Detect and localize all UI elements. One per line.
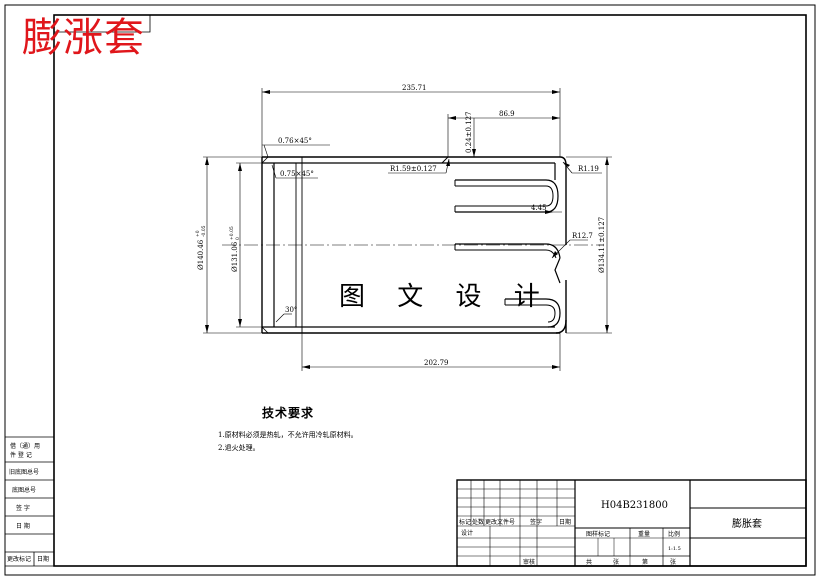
dim-dia-outer-tol-up: +0 [195, 230, 201, 237]
tb-zhang: 张 [670, 558, 676, 566]
tb-scale-value: 1:1.5 [668, 546, 681, 552]
dim-dia-outer-tol-dn: -0.05 [201, 225, 207, 237]
dim-radius-outer: R1.19 [578, 165, 599, 173]
strip-label-3: 旧底图总号 [9, 468, 39, 476]
tech-requirements-title: 技术要求 [262, 406, 315, 420]
strip-label-6: 日 期 [16, 522, 30, 530]
strip-label-2: 件 登 记 [10, 451, 32, 459]
tb-total: 共 [586, 558, 592, 566]
strip-label-7: 更改标记 [7, 555, 31, 563]
dim-dia-inner-tol-dn: 0 [235, 237, 241, 240]
strip-label-8: 日期 [37, 555, 49, 563]
dim-radius-bend: R12.7 [572, 232, 593, 240]
dim-wall-offset: 0.24±0.127 [465, 112, 473, 154]
dim-chamfer-inner: 0.75×45° [280, 170, 314, 178]
strip-label-1: 借（通）用 [10, 442, 40, 450]
dim-overall-length: 235.71 [402, 84, 427, 92]
part-name: 膨胀套 [732, 517, 762, 530]
dim-dia-right: Ø134.11±0.127 [598, 217, 606, 273]
tb-sheet-unit: 张 [613, 558, 619, 566]
tb-design: 设计 [461, 529, 473, 537]
tb-date: 日期 [559, 518, 571, 526]
dim-inner-length: 202.79 [424, 359, 449, 367]
left-strip [5, 436, 54, 567]
tb-mark: 标记 [459, 518, 471, 526]
drawing-heading: 膨涨套 [22, 15, 145, 61]
tb-review: 审核 [523, 558, 535, 566]
tb-count: 处数 [472, 518, 484, 526]
tb-stage-mark: 图样标记 [586, 530, 610, 538]
dim-dia-inner-tol-up: +0.05 [229, 226, 235, 240]
dim-chamfer-outer: 0.76×45° [278, 137, 312, 145]
outer-border [4, 4, 816, 576]
strip-label-4: 底图总号 [12, 486, 36, 494]
strip-label-5: 签 字 [16, 504, 30, 512]
dim-dia-outer: Ø140.46 [197, 239, 205, 270]
tech-requirement-item: 2.退火处理。 [218, 444, 260, 452]
tb-signature: 签字 [530, 518, 542, 526]
tb-change-doc: 更改文件号 [485, 518, 515, 526]
watermark: 图 文 设 计 [339, 282, 552, 312]
dim-dia-inner: Ø131.06 [231, 241, 239, 272]
dimension-lines [203, 88, 612, 371]
dim-angle: 30° [285, 306, 297, 314]
tb-sheet-no: 第 [642, 558, 648, 566]
tb-scale-label: 比例 [668, 530, 680, 538]
dim-slot-length: 86.9 [499, 110, 515, 118]
drawing-number: H04B231800 [601, 500, 668, 511]
tech-requirement-item: 1.原材料必须是热轧，不允许用冷轧原材料。 [218, 431, 358, 439]
title-block [456, 479, 807, 567]
dim-radius-inner: R1.59±0.127 [390, 165, 437, 173]
dim-gap-width: 4.45 [531, 204, 547, 212]
top-left-box [54, 15, 151, 33]
inner-frame [53, 14, 807, 567]
arrow-heads [205, 90, 609, 369]
tb-weight: 重量 [638, 530, 650, 538]
